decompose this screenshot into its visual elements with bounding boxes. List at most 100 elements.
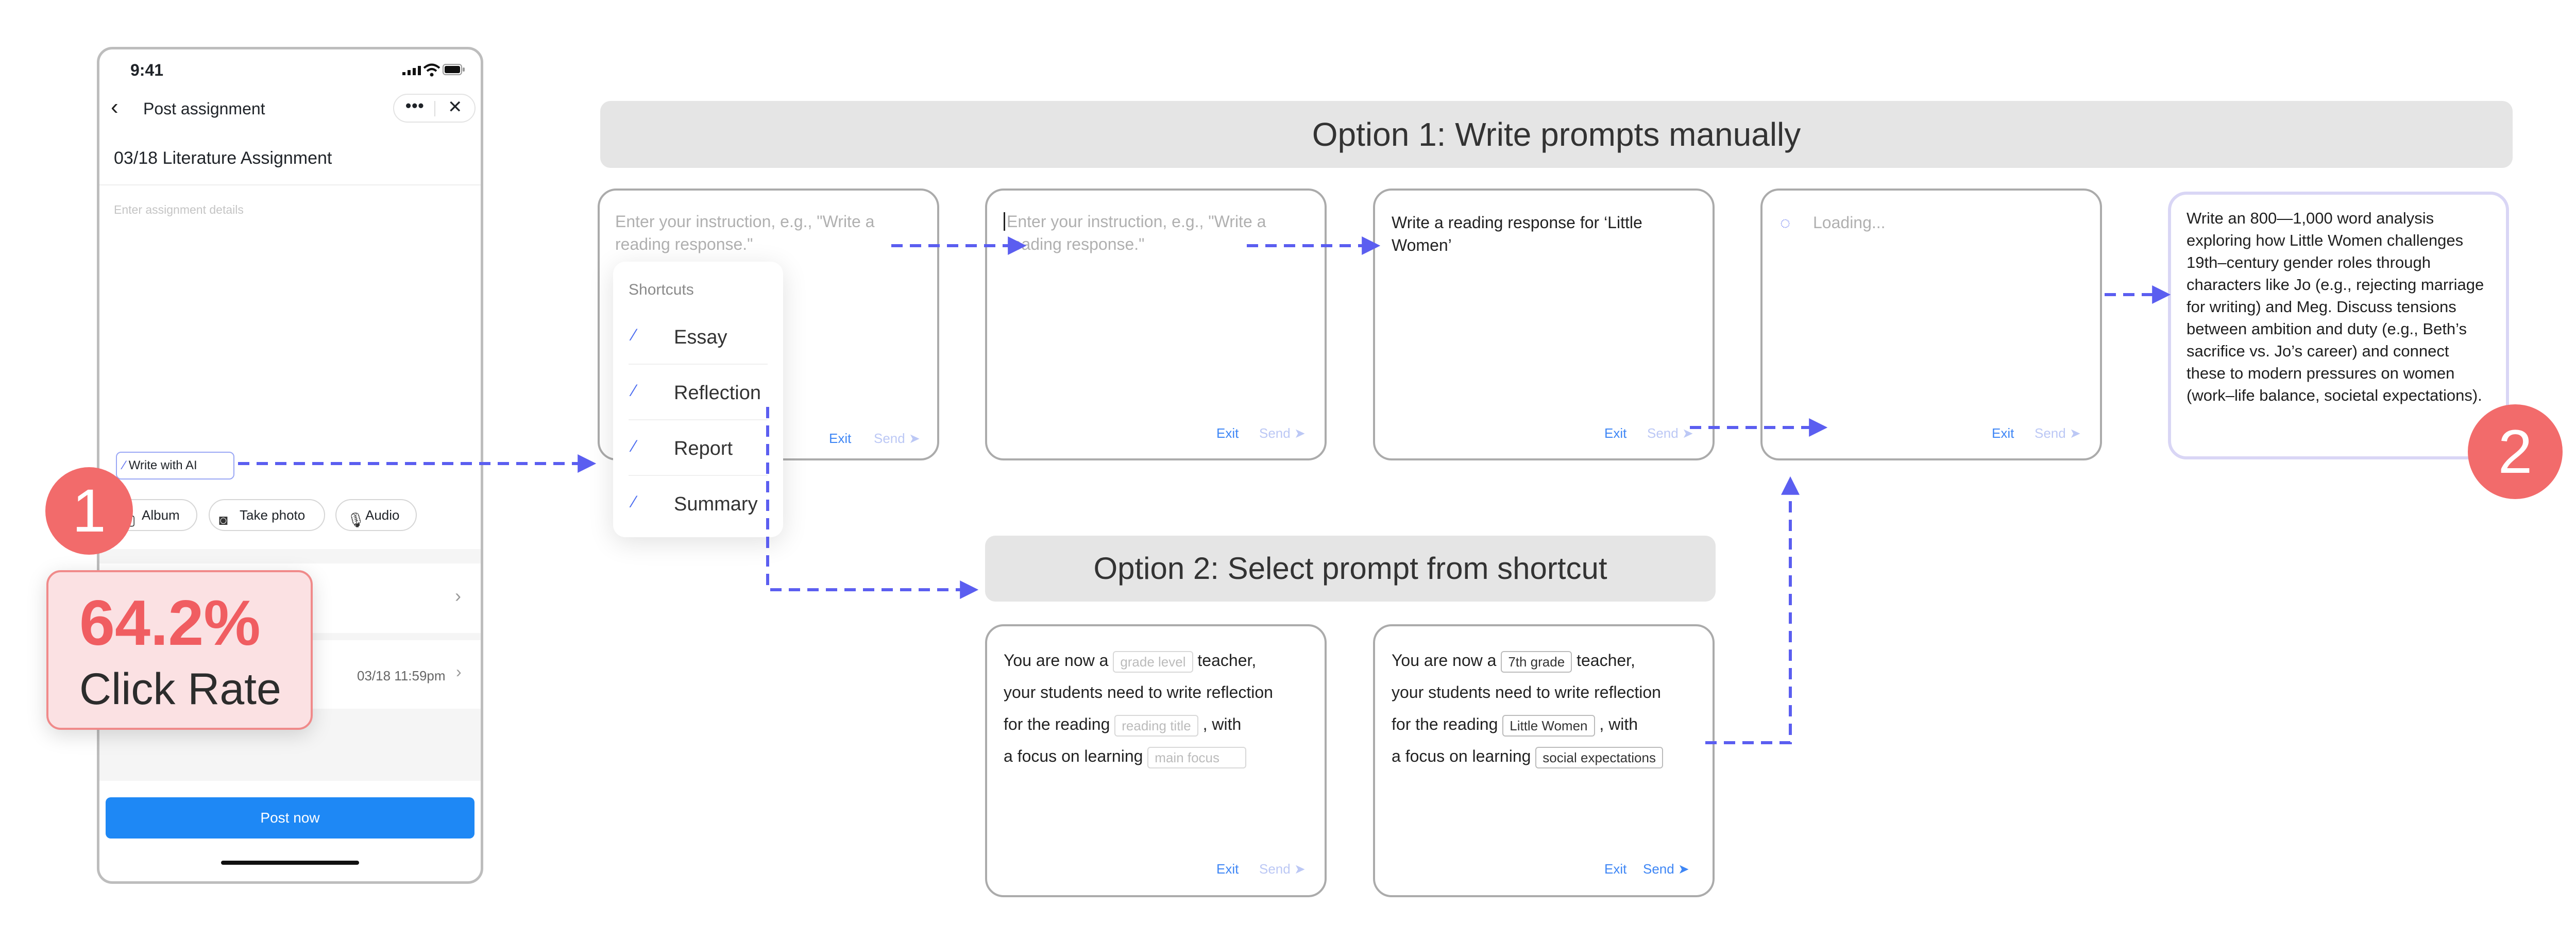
arrow-reflection-to-option2 xyxy=(766,407,979,599)
post-now-button[interactable]: Post now xyxy=(106,797,474,839)
audio-button[interactable]: 🎙 Audio xyxy=(335,499,417,531)
prompt-card-loading: ◌ Loading... Exit Send ➤ xyxy=(1760,189,2102,460)
audio-label: Audio xyxy=(365,507,400,523)
step-badge-2: 2 xyxy=(2468,404,2563,499)
section-gap xyxy=(99,549,481,563)
template-text: teacher, xyxy=(1197,651,1257,670)
write-with-ai-button[interactable]: ⁄ Write with AI xyxy=(116,452,234,480)
chevron-right-icon[interactable]: › xyxy=(455,585,461,606)
album-label: Album xyxy=(142,507,180,523)
shortcut-item-summary[interactable]: ⁄ Summary xyxy=(613,476,783,532)
text-cursor xyxy=(1004,212,1005,231)
exit-button[interactable]: Exit xyxy=(1216,861,1239,877)
chevron-right-icon[interactable]: › xyxy=(456,662,462,681)
magic-wand-icon: ⁄ xyxy=(633,437,636,455)
close-icon[interactable]: ✕ xyxy=(448,97,463,117)
send-button[interactable]: Send ➤ xyxy=(874,431,920,447)
assignment-title[interactable]: 03/18 Literature Assignment xyxy=(114,148,332,168)
send-label: Send xyxy=(2035,425,2066,441)
typed-instruction[interactable]: Women’ xyxy=(1392,236,1452,254)
click-rate-value: 64.2% xyxy=(79,588,261,659)
typed-instruction[interactable]: Write a reading response for ‘Little xyxy=(1392,213,1642,232)
back-icon[interactable]: ‹ xyxy=(111,94,118,119)
template-text: teacher, xyxy=(1577,651,1635,670)
prompt-card-typed: Write a reading response for ‘Little Wom… xyxy=(1373,189,1715,460)
send-button[interactable]: Send ➤ xyxy=(2035,425,2081,441)
click-rate-card: 64.2% Click Rate xyxy=(46,570,313,730)
wifi-icon xyxy=(423,63,440,77)
template-text: your students need to write reflection xyxy=(1392,683,1661,702)
click-rate-label: Click Rate xyxy=(79,664,281,714)
grade-level-field[interactable]: grade level xyxy=(1113,651,1193,673)
instruction-placeholder[interactable]: Enter your instruction, e.g., "Write a xyxy=(1007,212,1266,231)
instruction-placeholder[interactable]: Enter your instruction, e.g., "Write a xyxy=(615,212,875,231)
step-badge-1: 1 xyxy=(45,467,133,555)
status-time: 9:41 xyxy=(130,61,164,79)
shortcut-item-report[interactable]: ⁄ Report xyxy=(613,420,783,476)
send-button[interactable]: Send ➤ xyxy=(1259,861,1306,877)
send-label: Send xyxy=(1647,425,1679,441)
battery-icon xyxy=(443,64,465,75)
shortcut-label: Summary xyxy=(674,493,758,515)
shortcut-label: Report xyxy=(674,438,733,459)
main-focus-field[interactable]: social expectations xyxy=(1535,746,1663,768)
shortcut-item-reflection[interactable]: ⁄ Reflection xyxy=(613,365,783,420)
grade-level-field[interactable]: 7th grade xyxy=(1501,651,1572,673)
magic-wand-icon: ⁄ xyxy=(633,381,636,400)
arrow-template-to-card4 xyxy=(1705,476,1800,744)
assignment-details-input[interactable]: Enter assignment details xyxy=(114,203,244,216)
template-text: , with xyxy=(1599,715,1638,733)
template-text: You are now a xyxy=(1004,651,1109,670)
send-icon: ➤ xyxy=(908,431,920,446)
send-icon: ➤ xyxy=(1682,425,1693,441)
take-photo-label: Take photo xyxy=(240,507,306,523)
instruction-placeholder[interactable]: reading response." xyxy=(1007,235,1145,253)
magic-wand-icon: ⁄ xyxy=(633,326,636,344)
shortcuts-title: Shortcuts xyxy=(629,281,694,298)
shortcuts-menu: Shortcuts ⁄ Essay ⁄ Reflection ⁄ Report ⁄ Su… xyxy=(613,262,783,537)
exit-button[interactable]: Exit xyxy=(1604,425,1627,441)
option2-banner: Option 2: Select prompt from shortcut xyxy=(985,536,1716,602)
header-actions: ••• ✕ xyxy=(393,94,476,123)
exit-button[interactable]: Exit xyxy=(1604,861,1627,877)
shortcut-label: Reflection xyxy=(674,382,761,404)
main-focus-field[interactable]: main focus xyxy=(1147,746,1247,768)
camera-icon: ◙ xyxy=(219,512,228,528)
send-button[interactable]: Send ➤ xyxy=(1259,425,1306,441)
page-title: Post assignment xyxy=(143,99,265,118)
shortcut-label: Essay xyxy=(674,327,727,348)
take-photo-button[interactable]: ◙ Take photo xyxy=(209,499,325,531)
reading-title-field[interactable]: reading title xyxy=(1114,714,1198,737)
loading-text: Loading... xyxy=(1813,213,1886,232)
template-text: , with xyxy=(1202,715,1242,733)
template-text: a focus on learning xyxy=(1004,747,1143,765)
home-indicator xyxy=(221,861,359,865)
template-card-filled: You are now a 7th grade teacher, your st… xyxy=(1373,624,1715,897)
loading-spinner-icon: ◌ xyxy=(1780,213,1791,233)
send-icon: ➤ xyxy=(2069,425,2081,441)
template-text: your students need to write reflection xyxy=(1004,683,1273,702)
phone-mockup: 9:41 ‹ Post assignment ••• ✕ 03/18 Liter… xyxy=(97,47,483,884)
template-text: for the reading xyxy=(1004,715,1110,733)
send-label: Send xyxy=(1259,861,1291,877)
shortcut-item-essay[interactable]: ⁄ Essay xyxy=(613,309,783,365)
option1-banner: Option 1: Write prompts manually xyxy=(600,101,2513,168)
send-button[interactable]: Send ➤ xyxy=(1643,861,1689,877)
due-date[interactable]: 03/18 11:59pm xyxy=(357,668,446,683)
microphone-icon: 🎙 xyxy=(347,512,365,528)
exit-button[interactable]: Exit xyxy=(829,431,852,446)
reading-title-field[interactable]: Little Women xyxy=(1502,714,1595,737)
divider xyxy=(99,184,481,185)
magic-wand-icon: ⁄ xyxy=(123,458,126,472)
send-icon: ➤ xyxy=(1294,861,1306,877)
more-icon[interactable]: ••• xyxy=(405,96,425,115)
instruction-placeholder[interactable]: reading response." xyxy=(615,235,753,253)
template-text: for the reading xyxy=(1392,715,1498,733)
send-icon: ➤ xyxy=(1294,425,1306,441)
exit-button[interactable]: Exit xyxy=(1216,425,1239,441)
send-button[interactable]: Send ➤ xyxy=(1647,425,1693,441)
exit-button[interactable]: Exit xyxy=(1992,425,2014,441)
signal-icon xyxy=(402,66,421,75)
magic-wand-icon: ⁄ xyxy=(633,492,636,511)
